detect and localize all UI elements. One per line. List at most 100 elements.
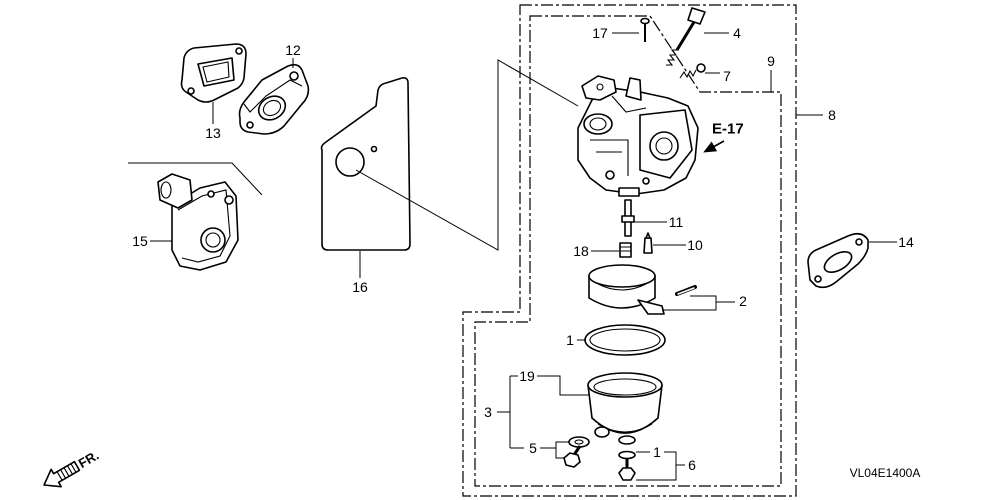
callout-2: 2 [739,293,747,309]
carburetor-lever-hole [596,83,604,91]
carburetor-bowl-boss [618,187,640,197]
pilot-screw-4 [666,7,706,66]
float-bowl-bolt-boss [594,426,610,438]
callout-13: 13 [205,125,221,141]
elbow-15-edge [177,189,231,263]
jet-10-body [643,237,653,254]
leader-6 [636,451,685,481]
callout-17: 17 [592,25,608,41]
main-jet-holder-11 [621,199,635,237]
insulator-12 [238,63,310,135]
callout-9: 9 [767,53,775,69]
jet-10-tip [645,232,651,239]
bowl-gasket-inner [589,328,661,352]
insulator-12-bolt-hole [289,71,299,81]
gasket-14-bolt-hole [855,238,863,246]
leader-5 [540,441,569,459]
callout-12: 12 [285,42,301,58]
elbow-15-breather-end [160,181,172,199]
float-bowl-walls [587,384,663,434]
reference-arrow [703,140,725,153]
float-bowl-drain-boss [618,435,636,445]
elbow-15-port-inner [205,232,221,248]
elbow-15-bolt [224,195,234,205]
carburetor-choke-lever [625,77,642,101]
float-2 [588,264,697,315]
callout-7: 7 [723,68,731,84]
bowl-bolt-5 [563,436,590,468]
float-2-rib [597,283,647,291]
leader-2 [662,295,735,311]
gasket-13-port-inner [202,61,230,83]
carburetor-throttle-bore [649,131,679,161]
gasket-14-bolt-hole [814,275,822,283]
main-jet-18 [619,242,632,258]
drain-screw-washer [618,450,636,460]
gasket-16-outline [320,77,411,251]
pilot-screw-4-shaft [675,21,696,51]
float-bowl-rim [587,372,663,398]
insulator-12-bolt-hole [246,121,254,129]
drain-screw-6 [618,450,636,481]
screw-7-spring [679,69,697,79]
callout-18: 18 [573,243,589,259]
front-direction-indicator: FR. [43,448,102,488]
leader-19 [537,375,589,396]
front-arrow-hatching [56,463,77,481]
float-2-arm [637,299,665,315]
gasket-13-bolt-hole [187,87,195,95]
leader-3 [497,375,524,449]
air-cleaner-elbow-15 [157,173,239,271]
carburetor-screw [605,170,615,180]
screw-17-head [640,17,650,25]
insulator-12-bore-inner [262,99,282,117]
elbow-15-breather [157,173,193,209]
assembly-boundary-outer [462,4,797,497]
elbow-15-port [200,227,226,253]
callout-5: 5 [529,440,537,456]
callout-1-bottom: 1 [653,444,661,460]
gasket-14 [807,232,869,289]
carburetor-venturi-inner [589,117,607,131]
carburetor-rib [590,139,629,176]
gasket-13 [180,43,247,103]
float-pin-highlight [677,287,695,295]
screw-7-head [696,63,706,73]
group-outline-15 [128,162,263,196]
jet-11-hex [621,215,635,223]
screw-7 [679,63,706,79]
callout-14: 14 [898,234,914,250]
callout-4: 4 [733,25,741,41]
callout-11: 11 [669,214,684,230]
gasket-14-port [823,250,853,274]
front-arrow-icon [43,460,81,488]
drain-screw-head [618,467,636,481]
callout-8: 8 [828,107,836,123]
insulator-12-side [243,79,303,113]
bowl-bolt-head [563,452,581,468]
diagram-code: VL04E1400A [850,466,921,480]
carburetor-rib [611,95,647,113]
callout-15: 15 [132,233,148,249]
gasket-16 [320,77,411,251]
carburetor-throttle-lever [581,75,617,101]
pilot-screw-4-spring [666,49,678,66]
carburetor-screw [642,177,650,185]
jet-18-body [619,242,632,258]
callout-3: 3 [484,404,492,420]
elbow-15-bolt [207,190,215,198]
bowl-gasket-1 [584,324,666,356]
front-direction-label: FR. [76,448,102,471]
bowl-bolt-washer-hole [574,439,584,445]
callout-10: 10 [687,237,703,253]
carburetor-venturi [583,113,613,135]
pilot-screw-4-head [687,7,706,25]
float-bowl-opening [593,378,657,396]
gasket-13-port [197,57,235,87]
callout-6: 6 [688,457,696,473]
gasket-13-bolt-hole [235,47,243,55]
carburetor-body [577,75,699,197]
float-2-top [588,264,656,288]
